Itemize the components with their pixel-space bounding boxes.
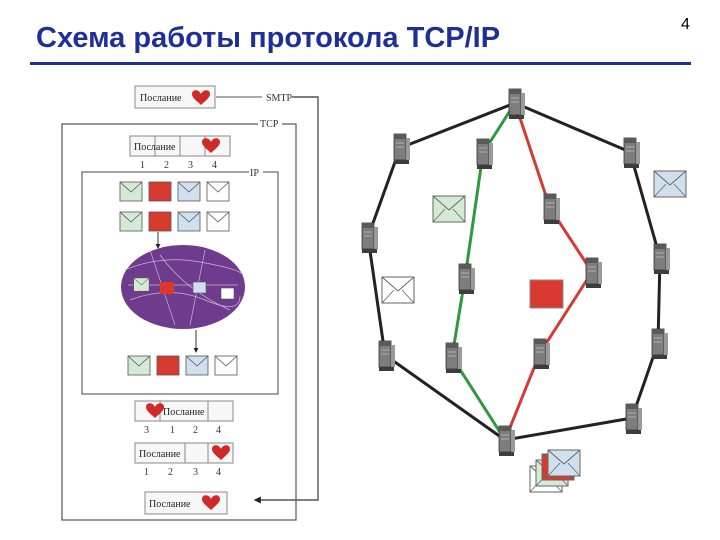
svg-text:4: 4 — [216, 425, 221, 436]
envelope-icon — [382, 277, 414, 303]
server-icon — [544, 194, 560, 224]
sorted-message: Послание 1 2 3 4 — [135, 443, 233, 478]
server-icon — [586, 258, 602, 288]
red-packet — [530, 280, 563, 308]
smtp-label: SMTP — [266, 93, 293, 104]
ip-label: IP — [250, 168, 259, 179]
received-message-box: Послание — [145, 492, 227, 514]
svg-text:2: 2 — [164, 160, 169, 171]
svg-text:Послание: Послание — [139, 449, 181, 460]
svg-text:2: 2 — [168, 467, 173, 478]
ip-cloud — [121, 245, 245, 329]
svg-text:1: 1 — [144, 467, 149, 478]
protocol-stack: Послание SMTP TCP Послание 1 2 3 4 IP — [62, 86, 318, 520]
envelope-icon — [433, 196, 465, 222]
server-icon — [499, 426, 515, 456]
server-icon — [509, 89, 525, 119]
packet-row-3 — [128, 356, 237, 375]
server-icon — [624, 138, 640, 168]
svg-text:4: 4 — [212, 160, 217, 171]
svg-text:Послание: Послание — [149, 499, 191, 510]
network-links — [368, 103, 660, 440]
packet-row-1 — [120, 182, 229, 201]
server-icon — [394, 134, 410, 164]
server-icon — [459, 264, 475, 294]
svg-text:3: 3 — [188, 160, 193, 171]
server-icon — [534, 339, 550, 369]
received-packets-stack — [530, 450, 580, 492]
svg-text:Послание: Послание — [134, 142, 176, 153]
svg-text:1: 1 — [170, 425, 175, 436]
server-icon — [362, 223, 378, 253]
svg-text:3: 3 — [144, 425, 149, 436]
smtp-flow-line — [255, 97, 318, 500]
server-icon — [446, 343, 462, 373]
svg-text:Послание: Послание — [163, 407, 205, 418]
server-icon — [626, 404, 642, 434]
server-icon — [652, 329, 668, 359]
mixed-order-message: Послание 3 1 2 4 — [135, 401, 233, 436]
network-graph — [362, 89, 686, 492]
server-icon — [654, 244, 670, 274]
svg-text:4: 4 — [216, 467, 221, 478]
red-route — [505, 103, 592, 440]
server-icon — [379, 341, 395, 371]
svg-text:1: 1 — [140, 160, 145, 171]
tcp-label: TCP — [260, 119, 279, 130]
message-label: Послание — [140, 93, 182, 104]
server-icon — [477, 139, 493, 169]
segmented-message: Послание 1 2 3 4 — [130, 136, 230, 171]
svg-text:2: 2 — [193, 425, 198, 436]
envelope-icon — [654, 171, 686, 197]
smtp-message-box: Послание — [135, 86, 215, 108]
svg-text:3: 3 — [193, 467, 198, 478]
packet-row-2 — [120, 212, 229, 231]
